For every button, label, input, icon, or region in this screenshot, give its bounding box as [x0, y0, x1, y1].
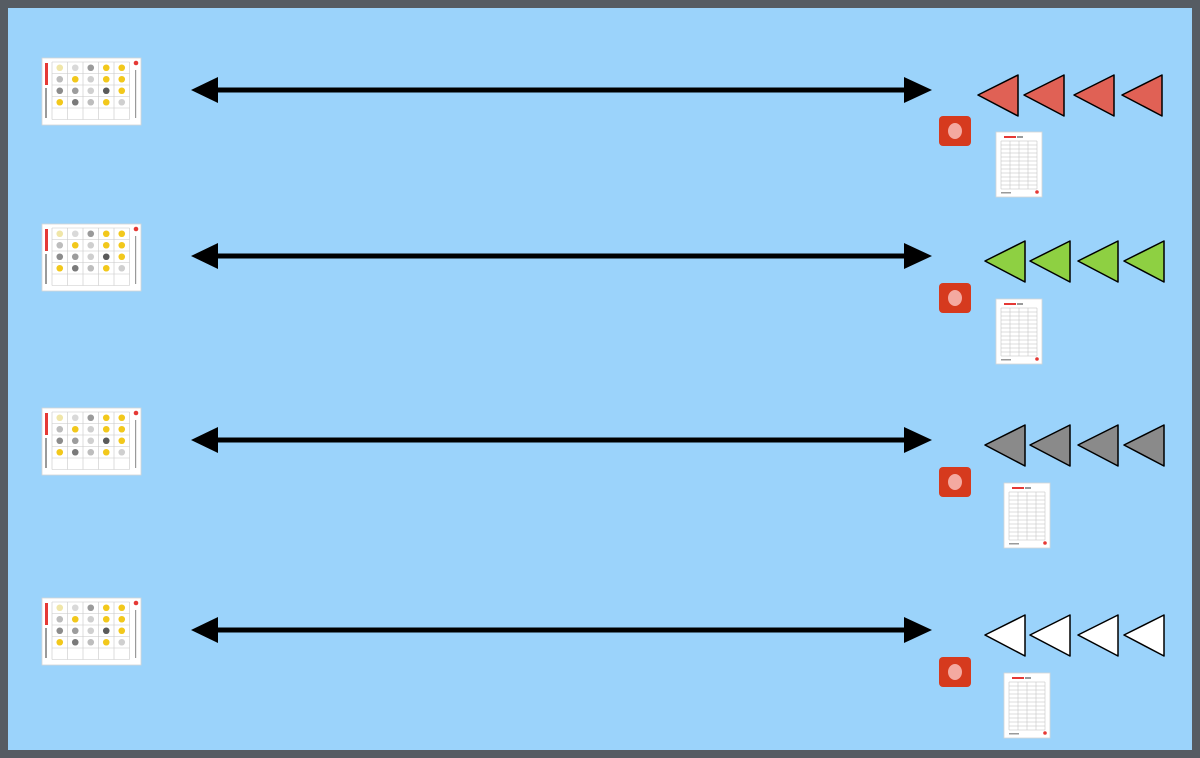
double-arrow	[191, 427, 932, 453]
double-arrow	[191, 617, 932, 643]
memory-card-icon	[41, 407, 142, 476]
cone-marker	[977, 74, 1019, 117]
cone-marker	[1077, 614, 1119, 657]
cone-marker	[1123, 614, 1165, 657]
score-sheet-icon	[1003, 482, 1051, 549]
double-arrow	[191, 77, 932, 103]
red-button-icon	[939, 657, 971, 687]
red-button-icon	[939, 283, 971, 313]
cone-row	[984, 240, 1165, 283]
cone-marker	[1029, 240, 1071, 283]
cone-marker	[984, 240, 1026, 283]
cone-marker	[1123, 240, 1165, 283]
lane-1	[41, 57, 1163, 198]
double-arrow	[191, 243, 932, 269]
lanes	[41, 57, 1165, 739]
cone-marker	[1073, 74, 1115, 117]
score-sheet-icon	[1003, 672, 1051, 739]
score-sheet-icon	[995, 298, 1043, 365]
cone-row	[977, 74, 1163, 117]
cone-marker	[1123, 424, 1165, 467]
score-sheet-icon	[995, 131, 1043, 198]
lane-2	[41, 223, 1165, 365]
cone-row	[984, 424, 1165, 467]
cone-marker	[1023, 74, 1065, 117]
cone-marker	[984, 614, 1026, 657]
red-button-icon	[939, 467, 971, 497]
memory-card-icon	[41, 597, 142, 666]
cone-marker	[1029, 614, 1071, 657]
red-button-icon	[939, 116, 971, 146]
cone-marker	[1077, 240, 1119, 283]
cone-marker	[1029, 424, 1071, 467]
cone-marker	[1121, 74, 1163, 117]
memory-card-icon	[41, 223, 142, 292]
cone-marker	[1077, 424, 1119, 467]
lane-3	[41, 407, 1165, 549]
cone-row	[984, 614, 1165, 657]
lane-4	[41, 597, 1165, 739]
cone-marker	[984, 424, 1026, 467]
memory-card-icon	[41, 57, 142, 126]
